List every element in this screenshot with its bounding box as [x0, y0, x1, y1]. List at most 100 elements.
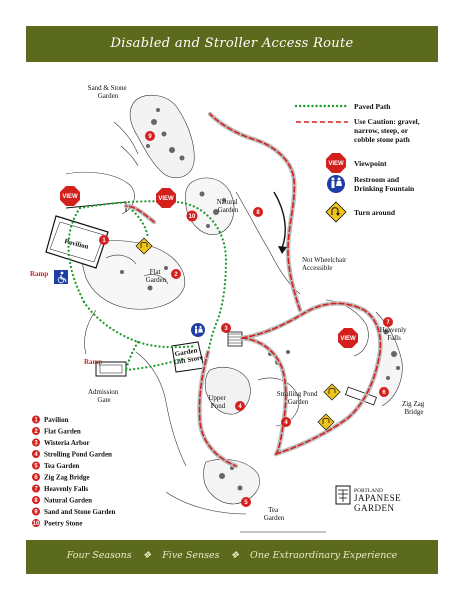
- label-natural: Natural Garden: [217, 198, 240, 214]
- viewpoint-icon: VIEW: [156, 188, 176, 208]
- garden-map: Paved Path Use Caution: gravel, narrow, …: [30, 84, 425, 533]
- legend-caution-label: Use Caution: gravel, narrow, steep, or c…: [354, 117, 422, 144]
- structures: [45, 201, 377, 533]
- list-number-badge: [32, 484, 40, 493]
- marker-4b: 4: [235, 401, 245, 411]
- logo: PORTLAND JAPANESE GARDEN: [335, 485, 401, 513]
- caution-path-network: [123, 111, 383, 469]
- list-item-name: Zig Zag Bridge: [44, 474, 90, 482]
- marker-7-text: 7: [386, 320, 390, 326]
- label-strolling-2: Garden: [288, 398, 309, 406]
- legend-restroom-label: Restroom and Drinking Fountain: [354, 175, 415, 193]
- restroom-icon: [191, 323, 205, 337]
- list-number-badge: [32, 519, 40, 527]
- label-zigzag-2: Bridge: [404, 408, 423, 416]
- label-flat-garden: Flat Garden: [146, 268, 167, 284]
- list-number-badge: [32, 507, 40, 516]
- not-accessible-arrow: [273, 191, 287, 254]
- list-number: 3: [34, 441, 38, 447]
- map-number-markers: 1 2 3 4 5 6 7 8 9 10 4: [99, 131, 393, 507]
- header-bar: Disabled and Stroller Access Route: [26, 26, 438, 62]
- list-number-badge: [32, 473, 40, 481]
- viewpoint-3-text: VIEW: [340, 336, 356, 342]
- list-item: 2 Flat Garden: [32, 427, 81, 436]
- label-admission-1: Admission: [88, 388, 119, 396]
- marker-4b-text: 4: [238, 404, 242, 410]
- label-strolling-1: Strolling Pond: [277, 390, 318, 398]
- marker-6-text: 6: [382, 390, 386, 396]
- marker-10-text: 10: [189, 214, 196, 220]
- marker-1: 1: [99, 235, 109, 245]
- marker-3-text: 3: [224, 326, 228, 332]
- list-number-badge: [32, 450, 40, 458]
- viewpoint-icon: VIEW: [338, 328, 358, 348]
- list-number: 4: [34, 452, 38, 458]
- label-natural-2: Garden: [218, 206, 239, 214]
- label-tea-1: Tea: [268, 506, 279, 514]
- map-viewpoints: VIEW VIEW VIEW: [60, 186, 358, 348]
- marker-10: 10: [186, 210, 198, 222]
- tagline-part-3: One Extraordinary Experience: [250, 550, 398, 561]
- list-number-badge: [32, 438, 40, 447]
- label-upper-2: Pond: [211, 402, 226, 410]
- legend-caution-line-1: Use Caution: gravel,: [354, 117, 420, 126]
- list-item-name: Wisteria Arbor: [44, 439, 90, 447]
- tagline: Four Seasons ❖ Five Senses ❖ One Extraor…: [26, 550, 438, 561]
- logo-line-3: GARDEN: [354, 503, 395, 513]
- list-item: 3 Wisteria Arbor: [32, 438, 90, 447]
- list-item-name: Poetry Stone: [44, 520, 82, 528]
- label-heavenly-2: Falls: [387, 334, 401, 342]
- label-heavenly-falls: Heavenly Falls: [380, 326, 409, 342]
- marker-5: 5: [241, 497, 251, 507]
- marker-8: 8: [253, 207, 263, 217]
- label-ramp-left: Ramp: [30, 270, 48, 278]
- legend-caution-line-2: narrow, steep, or: [354, 126, 409, 135]
- viewpoint-1-text: VIEW: [62, 194, 78, 200]
- label-heavenly-1: Heavenly: [380, 326, 407, 334]
- turnaround-icon: [325, 201, 347, 223]
- logo-line-1: PORTLAND: [354, 488, 383, 494]
- label-not-wheelchair-1: Not Wheelchair: [302, 256, 347, 264]
- marker-9: 9: [145, 131, 155, 141]
- terrain-outlines: [65, 94, 403, 515]
- list-item-name: Pavilion: [44, 416, 69, 424]
- marker-9-text: 9: [148, 134, 152, 140]
- marker-7: 7: [383, 317, 393, 327]
- list-item-name: Tea Garden: [44, 462, 79, 470]
- restroom-icon: [327, 175, 345, 193]
- list-number-badge: [32, 496, 40, 504]
- legend-paved-label: Paved Path: [354, 102, 391, 111]
- map-turnarounds: [135, 237, 341, 431]
- viewpoint-2-text: VIEW: [158, 196, 174, 202]
- label-upper-pond: Upper Pond: [208, 394, 227, 410]
- list-number: 6: [34, 475, 38, 481]
- marker-2: 2: [171, 269, 181, 279]
- logo-line-2: JAPANESE: [354, 493, 401, 503]
- legend-viewpoint-icon: VIEW: [326, 153, 346, 173]
- list-item-name: Flat Garden: [44, 428, 81, 436]
- legend-restroom-line-2: Drinking Fountain: [354, 184, 415, 193]
- list-number: 7: [34, 487, 38, 493]
- footer-bar: Four Seasons ❖ Five Senses ❖ One Extraor…: [26, 540, 438, 574]
- label-sand-stone-1: Sand & Stone: [88, 84, 127, 92]
- list-number-badge: [32, 461, 40, 470]
- list-item-name: Sand and Stone Garden: [44, 508, 115, 516]
- turnaround-icon: [317, 413, 335, 431]
- map-frame: Disabled and Stroller Access Route: [26, 26, 438, 574]
- marker-2-text: 2: [174, 272, 178, 278]
- marker-6: 6: [379, 387, 389, 397]
- viewpoint-icon: VIEW: [60, 186, 80, 206]
- label-admission: Admission Gate: [88, 388, 120, 404]
- wheelchair-icon: [54, 270, 68, 284]
- marker-4: 4: [281, 417, 291, 427]
- list-number: 2: [34, 429, 38, 435]
- list-item-name: Heavenly Falls: [44, 485, 88, 493]
- legend-view-badge-text: VIEW: [328, 161, 344, 167]
- tagline-separator-1: ❖: [142, 550, 152, 561]
- label-gift-1: Garden: [174, 346, 198, 358]
- label-strolling: Strolling Pond Garden: [277, 390, 319, 406]
